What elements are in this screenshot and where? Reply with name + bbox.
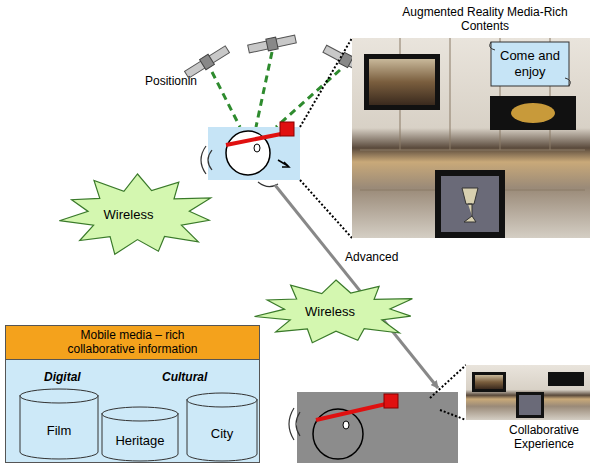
database-cylinder: City	[186, 392, 258, 462]
media-panel: Mobile media – rich collaborative inform…	[5, 325, 260, 463]
user-panel	[297, 392, 458, 463]
section-label: Positionin	[145, 74, 225, 88]
video-frame	[472, 372, 506, 392]
view-line	[440, 410, 466, 420]
node-text: City	[211, 426, 233, 442]
radio-waves	[289, 408, 300, 440]
satellite	[247, 33, 296, 55]
head-mounted-display	[226, 134, 281, 145]
video-still	[369, 59, 435, 105]
video-frame	[435, 170, 505, 238]
node-text: Cultural	[162, 370, 207, 384]
wireless-burst: Wireless	[250, 278, 422, 346]
eye	[343, 421, 349, 429]
gaze-arrow	[278, 160, 288, 166]
head-mounted-display	[316, 404, 386, 420]
node-text: Wireless	[305, 304, 355, 320]
trophy-still	[441, 176, 499, 232]
view-line	[300, 38, 352, 127]
node-text: Film	[47, 423, 72, 439]
section-label: Advanced	[345, 250, 415, 264]
section-label: Augmented Reality Media-Rich Contents	[400, 5, 570, 34]
view-line	[430, 365, 466, 398]
trophy	[462, 188, 478, 222]
positioning-signal	[212, 52, 340, 127]
display-unit	[280, 122, 294, 136]
move-arrow	[275, 185, 438, 388]
view-line	[300, 180, 352, 238]
node-text: Heritage	[115, 433, 164, 449]
banner-scroll: Come and enjoy	[488, 40, 572, 88]
node-text: Come and enjoy	[488, 48, 572, 79]
display-unit	[384, 394, 398, 408]
database-cylinder: Heritage	[101, 406, 179, 462]
section-label: Collaborative Experience	[498, 423, 590, 452]
video-frame	[516, 392, 544, 418]
video-frame	[364, 54, 440, 110]
wireless-burst: Wireless	[55, 172, 220, 258]
video-frame	[490, 96, 576, 130]
node-text: Digital	[44, 370, 81, 384]
node-text: Mobile media – rich collaborative inform…	[46, 328, 219, 357]
ar-photo	[352, 38, 590, 238]
eye	[254, 144, 260, 152]
logo-still	[511, 103, 555, 123]
radio-waves	[201, 146, 278, 187]
ar-photo-detail	[360, 38, 585, 190]
video-frame	[548, 372, 584, 386]
database-cylinder: Film	[19, 388, 99, 460]
node-text: Wireless	[104, 207, 154, 223]
panel-header: Mobile media – rich collaborative inform…	[6, 326, 259, 360]
ar-photo	[466, 365, 590, 420]
